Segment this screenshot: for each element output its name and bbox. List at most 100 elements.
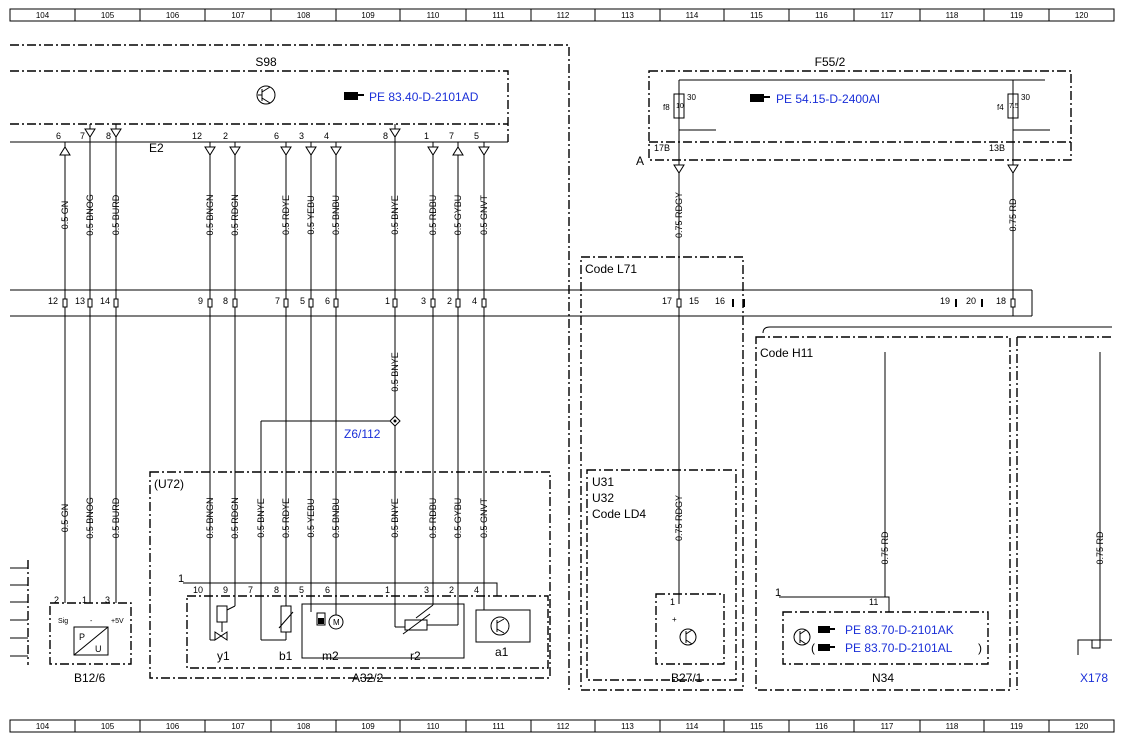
grid-column-label: 115 xyxy=(750,11,763,20)
wire-label: 0.5 GYBU xyxy=(453,195,463,236)
wire-label: 0.5 BNOG xyxy=(85,497,95,539)
grid-column-label: 115 xyxy=(750,722,763,731)
wire-arrow xyxy=(427,146,439,156)
grid-column-label: 117 xyxy=(881,722,894,731)
u72-frame xyxy=(149,471,551,679)
transistor-a1-icon xyxy=(475,596,531,643)
svg-text:8: 8 xyxy=(274,585,279,595)
svg-text:7: 7 xyxy=(275,296,280,306)
x178-connector xyxy=(1077,639,1112,655)
svg-text:7.5: 7.5 xyxy=(1009,103,1019,110)
pin-13b: 13B xyxy=(989,143,1005,153)
grid-column-label: 106 xyxy=(166,722,180,731)
reference-hand-icon xyxy=(818,626,835,651)
svg-text:1: 1 xyxy=(178,573,184,585)
wire-label: 0.5 RDYE xyxy=(281,498,291,538)
reference-hand-icon xyxy=(750,94,770,102)
ref-n34-b[interactable]: PE 83.70-D-2101AL xyxy=(845,641,953,655)
reference-hand-icon xyxy=(344,92,364,100)
wire-label: 0.5 RDGN xyxy=(230,497,240,539)
b1-label: b1 xyxy=(279,649,293,663)
connector-stubs xyxy=(732,299,983,307)
pin-tick xyxy=(87,298,93,308)
grid-column-label: 117 xyxy=(881,11,894,20)
code-l71-label: Code L71 xyxy=(585,262,637,276)
wire-label: 0.5 GYBU xyxy=(453,498,463,539)
svg-text:): ) xyxy=(978,641,982,655)
grid-column-label: 110 xyxy=(427,11,440,20)
grid-column-label: 112 xyxy=(557,11,570,20)
svg-text:-: - xyxy=(90,618,93,625)
wire-label: 0.5 BNGN xyxy=(205,497,215,538)
pressure-sensor-icon xyxy=(73,626,109,656)
wire-label: 0.5 BNYE xyxy=(390,498,400,538)
pin-tick xyxy=(62,298,68,308)
s98-pins: 6 7 8 12 2 6 3 4 8 1 7 5 xyxy=(56,131,479,141)
wire-label: 0.5 BNBU xyxy=(331,498,341,538)
ref-f55-2[interactable]: PE 54.15-D-2400AI xyxy=(776,92,880,106)
svg-text:20: 20 xyxy=(966,296,976,306)
svg-text:5: 5 xyxy=(474,131,479,141)
u32-label: U32 xyxy=(592,491,614,505)
grid-column-label: 120 xyxy=(1075,722,1089,731)
a32-2-inner xyxy=(301,603,465,659)
pin-tick xyxy=(430,298,436,308)
transistor-n34-icon xyxy=(793,628,811,646)
svg-text:(: ( xyxy=(811,641,815,655)
svg-text:11: 11 xyxy=(869,597,878,607)
ref-s98[interactable]: PE 83.40-D-2101AD xyxy=(369,90,479,104)
e2-label: E2 xyxy=(149,141,164,155)
valve-y1-icon xyxy=(209,596,236,641)
wire-label: 0.5 BURD xyxy=(111,194,121,235)
svg-text:6: 6 xyxy=(56,131,61,141)
wire-label: 0.75 RDGY xyxy=(674,192,684,238)
svg-text:13: 13 xyxy=(75,296,85,306)
pin-tick xyxy=(455,298,461,308)
svg-text:3: 3 xyxy=(424,585,429,595)
s98-outer-border xyxy=(10,44,570,690)
svg-text:10: 10 xyxy=(193,585,203,595)
svg-text:6: 6 xyxy=(325,296,330,306)
b27-1-frame xyxy=(655,593,725,665)
svg-text:7: 7 xyxy=(449,131,454,141)
grid-column-label: 109 xyxy=(361,722,375,731)
transistor-icon xyxy=(256,85,276,105)
b27-1-label: B27/1 xyxy=(671,671,703,685)
s98-label: S98 xyxy=(255,55,277,69)
ref-n34-a[interactable]: PE 83.70-D-2101AK xyxy=(845,623,954,637)
grid-column-label: 113 xyxy=(621,11,634,20)
svg-text:4: 4 xyxy=(474,585,479,595)
pin-tick xyxy=(308,298,314,308)
grid-column-label: 111 xyxy=(492,11,505,20)
splice-label[interactable]: Z6/112 xyxy=(344,427,381,441)
grid-column-label: 120 xyxy=(1075,11,1089,20)
wire-arrow xyxy=(229,146,241,156)
b12-6-label: B12/6 xyxy=(74,671,106,685)
svg-text:30: 30 xyxy=(1021,93,1030,102)
svg-text:2: 2 xyxy=(54,595,59,605)
wire-label: 0.75 RD xyxy=(1008,198,1018,232)
pin-tick xyxy=(481,298,487,308)
fuse-f8 xyxy=(673,93,685,119)
wire-arrow xyxy=(84,128,96,138)
svg-text:1: 1 xyxy=(424,131,429,141)
a-label: A xyxy=(636,154,644,168)
n34-label: N34 xyxy=(872,671,894,685)
wire-label: 0.5 RDBU xyxy=(428,195,438,236)
a32-2-label: A32/2 xyxy=(352,671,384,685)
svg-text:5: 5 xyxy=(300,296,305,306)
n34-frame xyxy=(782,611,989,665)
wire-label: 0.5 BNGN xyxy=(205,194,215,235)
x178-label[interactable]: X178 xyxy=(1080,671,1108,685)
svg-text:1: 1 xyxy=(385,296,390,306)
wire-arrow xyxy=(389,128,401,138)
svg-text:6: 6 xyxy=(325,585,330,595)
wire-label: 0.75 RD xyxy=(880,531,890,565)
wire-label: 0.5 YEBU xyxy=(306,195,316,234)
grid-column-label: 105 xyxy=(101,722,115,731)
grid-column-label: 110 xyxy=(427,722,440,731)
svg-text:7: 7 xyxy=(248,585,253,595)
svg-text:19: 19 xyxy=(940,296,950,306)
